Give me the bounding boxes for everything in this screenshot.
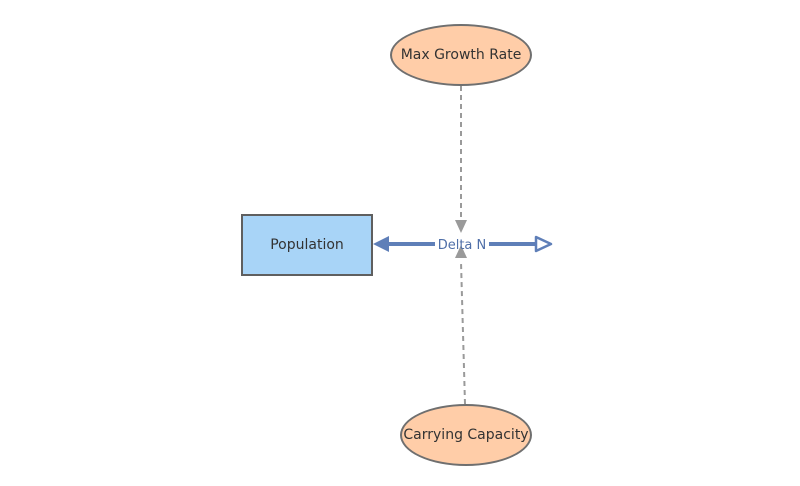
flow-arrow-left-icon — [373, 236, 389, 252]
flow-label: Delta N — [437, 237, 487, 253]
stock-population[interactable]: Population — [241, 214, 373, 276]
link-arrowhead-down — [455, 220, 467, 233]
link-arrowhead-up — [455, 245, 467, 258]
variable-max-growth-rate[interactable]: Max Growth Rate — [390, 24, 532, 86]
flow-arrow-right-icon — [534, 235, 553, 253]
link-capacity-to-flow[interactable] — [460, 261, 466, 405]
stock-label: Population — [270, 237, 344, 253]
variable-carrying-capacity[interactable]: Carrying Capacity — [400, 404, 532, 466]
variable-label: Max Growth Rate — [400, 47, 522, 63]
flow-delta-n[interactable]: Delta N — [434, 235, 490, 255]
variable-label: Carrying Capacity — [403, 427, 529, 443]
